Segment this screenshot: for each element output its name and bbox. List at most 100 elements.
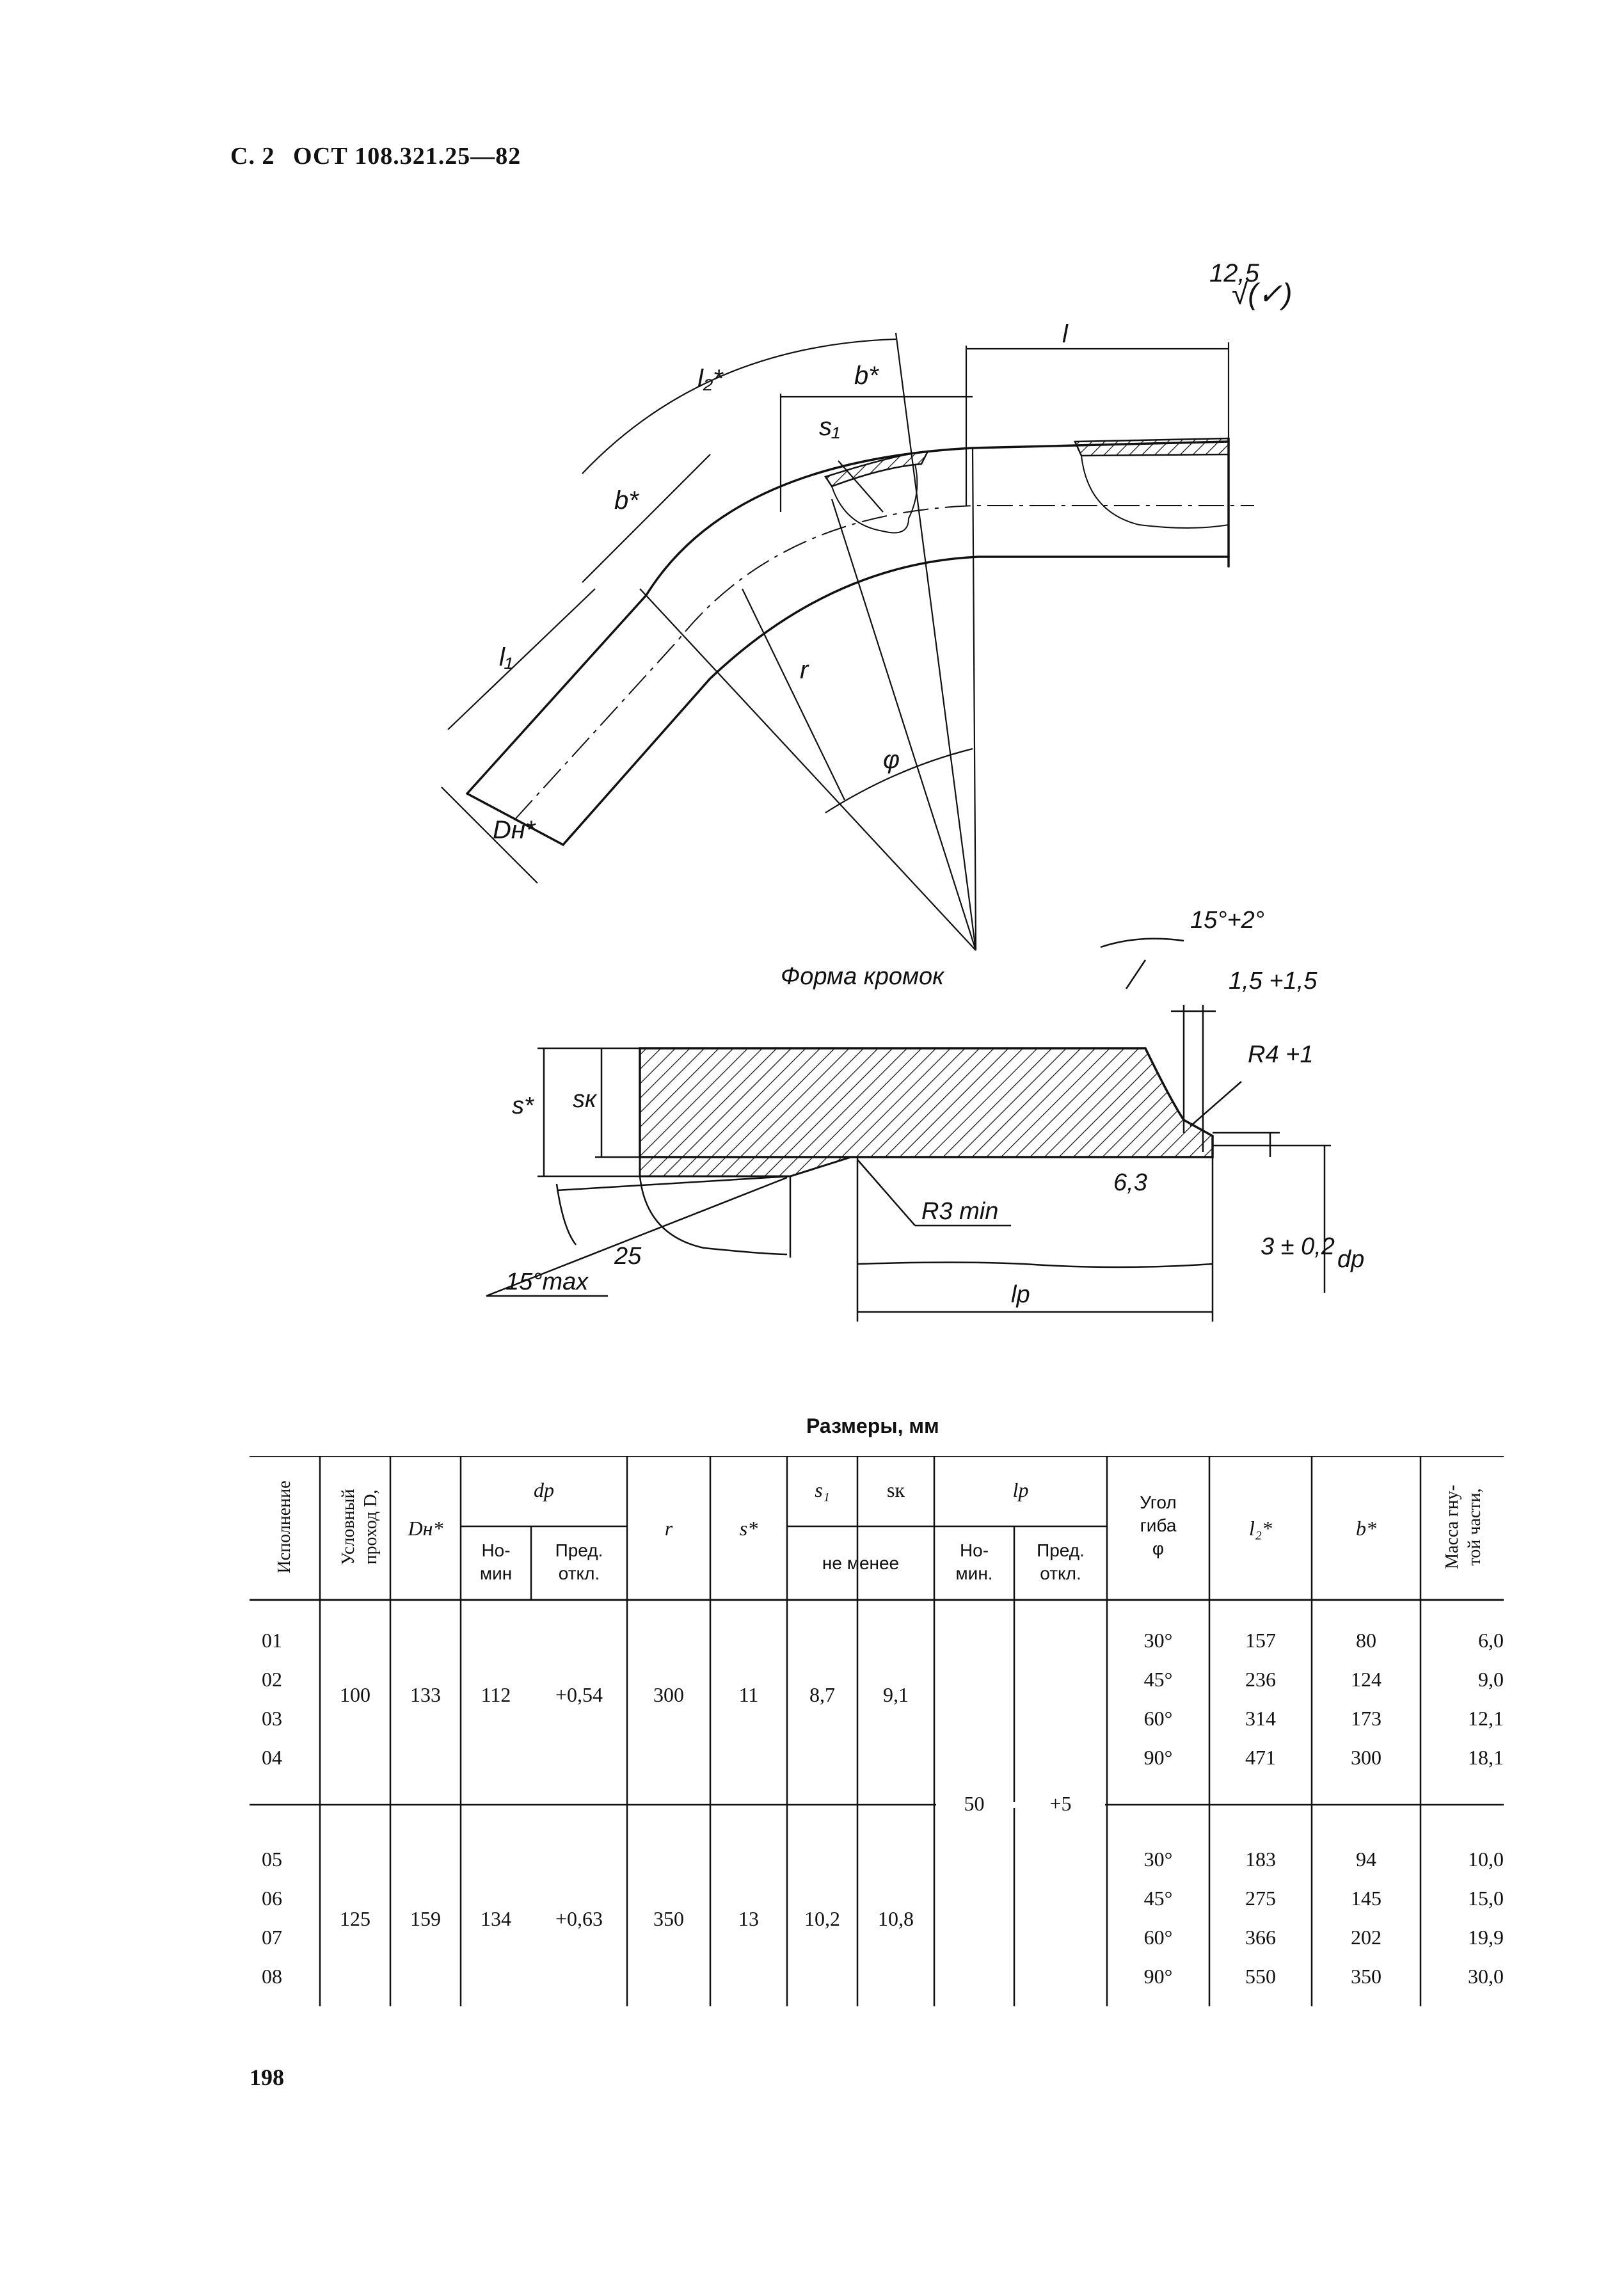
cell-r: 300 [653,1683,684,1706]
radius-line-4 [831,499,977,951]
cell-b: 94 [1356,1848,1376,1871]
cell-l2: 157 [1245,1629,1276,1652]
cell-mass: 15,0 [1468,1887,1504,1910]
dim-r [742,588,845,801]
label-s-k: sк [573,1086,598,1113]
cell-angle: 45° [1143,1668,1173,1691]
edge-form-drawing: 15°+2° 1,5 +1,5 R4 +1 s* sк 6,3 R3 min 2… [486,907,1364,1322]
label-l: l [1062,320,1069,348]
header-lp-nom: Но-мин. [955,1540,993,1583]
cell-angle: 60° [1143,1926,1173,1949]
header-s1: s₁ [815,1478,830,1501]
edge-form-title: Форма кромок [781,963,944,990]
leader-r3 [857,1159,916,1226]
dimensions-table: Исполнение Условный проход D, Dн* dp Но-… [250,1456,1504,2045]
wall-section-right [1074,437,1230,457]
dim-angle-bottom [556,1175,791,1192]
label-s1: s₁ [819,413,840,441]
cell-b: 202 [1351,1926,1381,1949]
cell-mass: 30,0 [1468,1965,1504,1988]
cell-l2: 366 [1245,1926,1276,1949]
table-title: Размеры, мм [806,1414,939,1437]
header-nominal-bore-1: Условный [338,1489,358,1565]
label-angle-top: 15°+2° [1190,907,1264,934]
label-l1: l₁ [499,643,513,671]
header-b: b* [1356,1517,1376,1540]
cell-r: 350 [653,1907,684,1930]
pipe-bend-drawing: 12,5 √(✓) l₂* b* l s₁ b* l₁ r φ Dн* [441,259,1292,951]
cell-s1: 10,2 [804,1907,840,1930]
cell-mass: 18,1 [1468,1746,1504,1769]
header-mass-2: той части, [1465,1488,1485,1566]
break-line-2 [1081,455,1229,529]
label-lp: lp [1011,1281,1030,1308]
label-dn: Dн* [493,816,536,844]
cell-l2: 471 [1245,1746,1276,1769]
row-id: 06 [262,1887,282,1910]
cell-Dn: 159 [410,1907,441,1930]
row-id: 07 [262,1926,282,1949]
cell-lp-nom: 50 [964,1792,985,1815]
cell-dp-nom: 134 [481,1907,511,1930]
label-rough-25: 25 [614,1243,642,1270]
cell-mass: 10,0 [1468,1848,1504,1871]
row-id: 04 [262,1746,282,1769]
header-dp-nom: Но-мин [479,1540,513,1583]
header-execution: Исполнение [275,1480,294,1574]
radius-line-3 [895,332,977,951]
cell-angle: 90° [1143,1965,1173,1988]
roughness-check: √(✓) [1232,277,1292,310]
dim-angle-phi [825,747,973,813]
cell-dp-dev: +0,63 [555,1907,603,1930]
cell-dp-dev: +0,54 [555,1683,603,1706]
edge-break-line [639,1176,788,1256]
cell-l2: 183 [1245,1848,1276,1871]
label-s-star: s* [512,1092,534,1119]
label-r: r [800,656,809,684]
page-prefix: С. 2 [230,143,275,170]
cell-mass: 9,0 [1478,1668,1504,1691]
header-r: r [664,1517,673,1540]
cell-angle: 30° [1143,1848,1173,1871]
label-r3: R3 min [921,1198,998,1225]
label-dim-3: 3 ± 0,2 [1261,1233,1335,1260]
label-r4: R4 +1 [1248,1041,1313,1068]
header-dp: dp [534,1478,554,1501]
edge-profile [639,1047,1214,1158]
cell-mass: 6,0 [1478,1629,1504,1652]
dim-angle-top [1125,959,1147,989]
label-angle-bottom: 15°max [506,1268,589,1295]
header-l2: l₂* [1248,1517,1272,1540]
cell-b: 173 [1351,1707,1381,1730]
radius-line-2 [971,447,977,951]
row-id: 05 [262,1848,282,1871]
edge-profile-lower [639,1156,852,1178]
cell-dp-nom: 112 [481,1683,511,1706]
row-id: 03 [262,1707,282,1730]
leader-r4 [1190,1081,1242,1127]
cell-l2: 314 [1245,1707,1276,1730]
cell-D: 100 [340,1683,370,1706]
header-lp-dev: Пред.откл. [1037,1540,1085,1583]
dim-arc-l2 [582,338,896,474]
header-sk: sк [887,1478,905,1501]
cell-D: 125 [340,1907,370,1930]
cell-lp-dev: +5 [1049,1792,1072,1815]
cell-b: 145 [1351,1887,1381,1910]
roughness-label: 12,5 [1209,259,1260,287]
standard-number: ОСТ 108.321.25—82 [292,143,521,170]
cell-angle: 45° [1143,1887,1173,1910]
label-dp: dp [1337,1246,1364,1273]
header-nominal-bore-2: проход D, [361,1489,381,1565]
row-id: 01 [262,1629,282,1652]
dim-dn [441,787,538,884]
header-lp: lp [1012,1478,1029,1501]
wall-section-left [824,450,930,488]
header-mass-1: Масса гну- [1442,1485,1462,1569]
cell-b: 350 [1351,1965,1381,1988]
header-dp-dev: Пред.откл. [555,1540,603,1583]
pipe-inner-contour [562,556,1230,846]
cell-angle: 90° [1143,1746,1173,1769]
cell-b: 300 [1351,1746,1381,1769]
label-l2: l₂* [697,365,724,393]
